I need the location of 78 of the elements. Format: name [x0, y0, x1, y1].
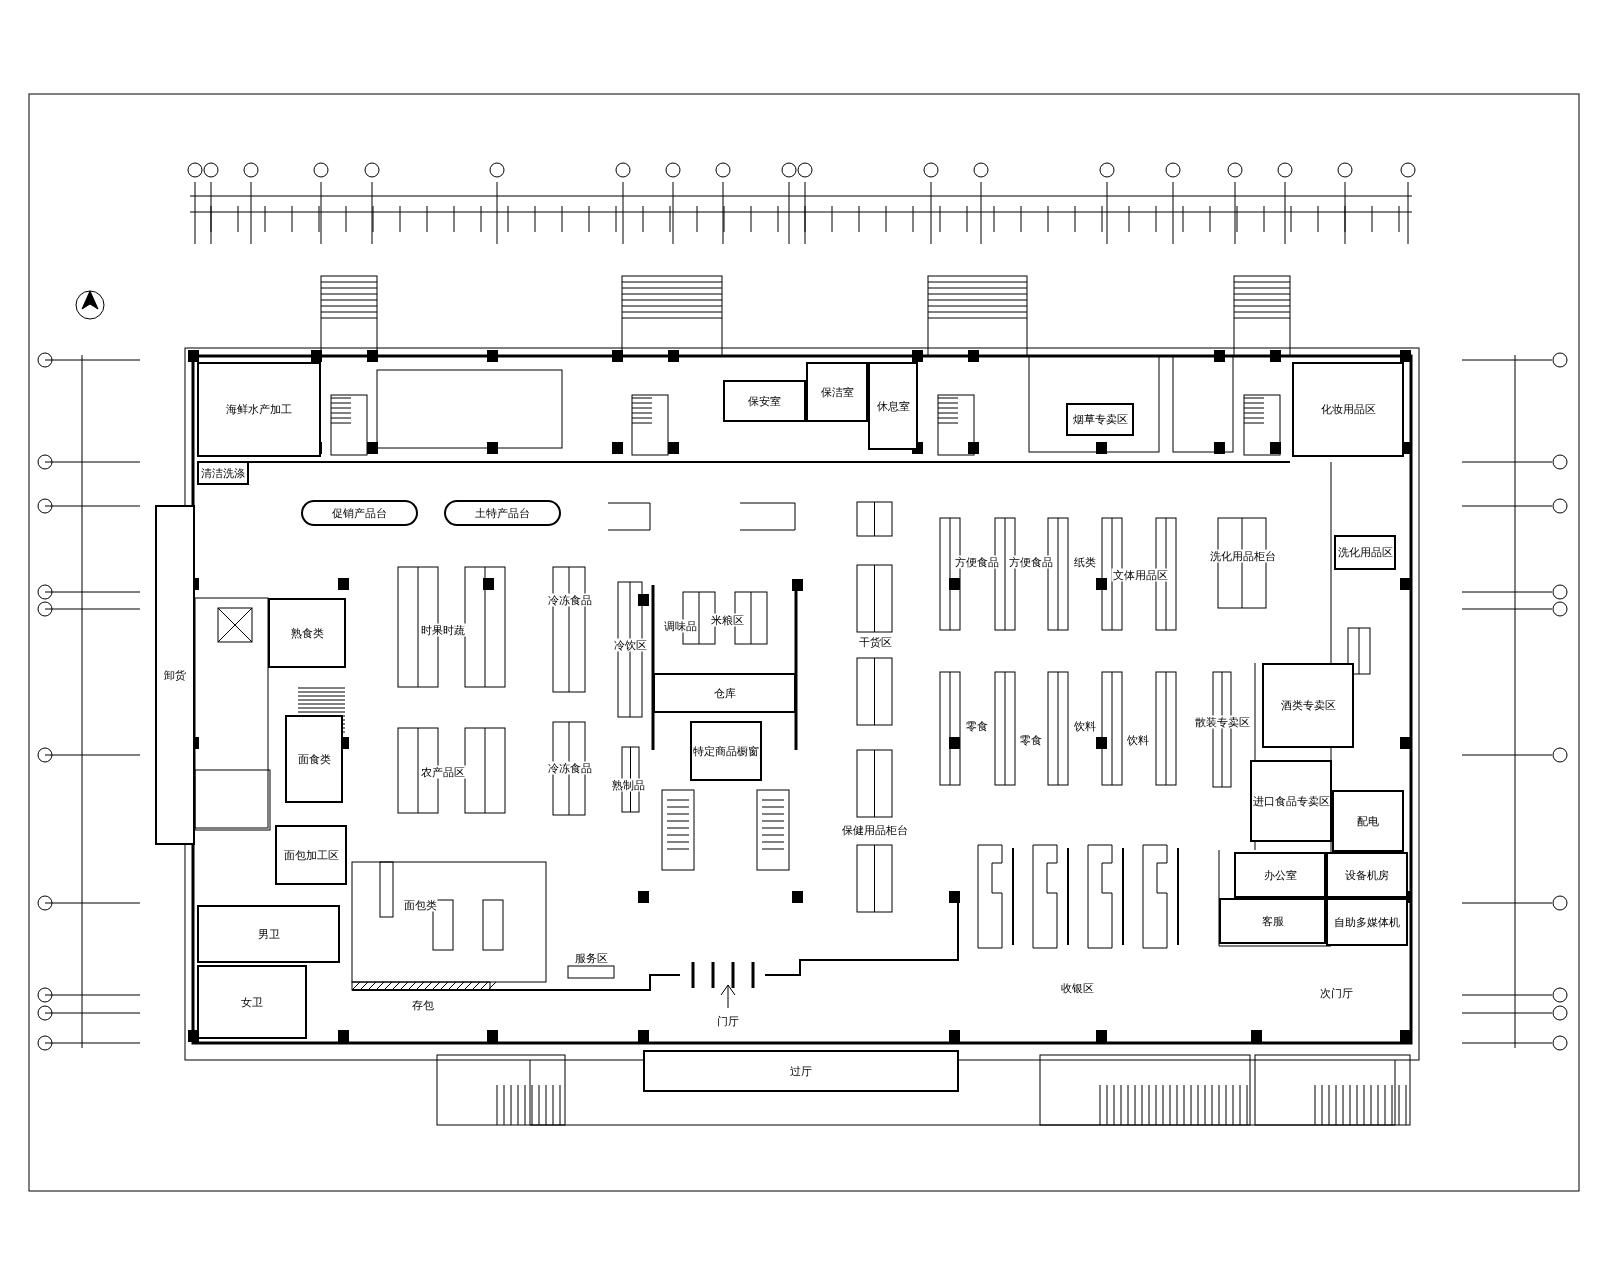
area-label: 散装专卖区 [1193, 715, 1251, 729]
room [1219, 898, 1326, 944]
area-label: 熟制品 [610, 778, 646, 792]
room [155, 505, 195, 845]
room-label: 自助多媒体机 [1334, 915, 1400, 929]
room-label: 土特产品台 [475, 506, 530, 520]
display-counter [690, 721, 762, 781]
room-label: 烟草专卖区 [1072, 413, 1128, 426]
room [197, 461, 249, 485]
room [1250, 760, 1332, 842]
room-label: 面食类 [297, 752, 331, 766]
display-counter [1334, 535, 1396, 570]
room [723, 380, 806, 422]
room [1292, 362, 1404, 457]
room-label: 熟食类 [290, 626, 324, 640]
room-label: 面包加工区 [283, 848, 339, 862]
room [868, 362, 918, 450]
room-label: 化妆用品区 [1320, 403, 1376, 416]
area-label: 文体用品区 [1111, 568, 1169, 582]
room [643, 1050, 959, 1092]
area-label: 时果时蔬 [420, 623, 466, 637]
room [1262, 663, 1354, 748]
room [268, 598, 346, 668]
area-label: 收银区 [1059, 981, 1095, 995]
room [1332, 790, 1404, 852]
room [197, 965, 307, 1039]
display-counter [444, 500, 561, 526]
area-label: 冷饮区 [612, 638, 648, 652]
area-label: 农产品区 [420, 765, 466, 779]
room-label: 特定商品橱窗 [693, 744, 759, 758]
room-label: 清洁洗涤 [201, 466, 245, 480]
room-label: 保安室 [748, 394, 781, 408]
room-label: 酒类专卖区 [1280, 699, 1336, 712]
area-label: 米粮区 [709, 613, 745, 627]
room-label: 配电 [1357, 814, 1379, 828]
area-label: 服务区 [573, 951, 609, 965]
area-label: 方便食品 [1008, 555, 1054, 569]
room [197, 905, 340, 963]
room-label: 促销产品台 [332, 506, 387, 520]
room [806, 362, 868, 422]
room [285, 715, 343, 803]
room [1326, 898, 1408, 946]
area-label: 方便食品 [954, 555, 1000, 569]
area-label: 调味品 [662, 619, 698, 633]
room [1234, 852, 1326, 898]
room [653, 673, 796, 713]
display-counter [301, 500, 418, 526]
room-label: 休息室 [876, 399, 910, 413]
display-counter [1066, 403, 1134, 436]
area-label: 冷冻食品 [547, 593, 593, 607]
room-label: 卸货 [164, 668, 186, 682]
area-label: 饮料 [1073, 719, 1097, 733]
room-label: 保洁室 [820, 385, 854, 399]
room [1326, 852, 1408, 898]
area-label: 饮料 [1126, 733, 1150, 747]
room [197, 362, 321, 457]
area-label: 纸类 [1073, 555, 1097, 569]
room-label: 男卫 [257, 927, 280, 941]
area-label: 面包类 [402, 898, 438, 912]
room [275, 825, 347, 885]
area-label: 洗化用品柜台 [1209, 549, 1277, 563]
area-label: 冷冻食品 [547, 761, 593, 775]
room-label: 过厅 [790, 1064, 812, 1078]
room-label: 办公室 [1263, 868, 1297, 882]
area-label: 干货区 [857, 635, 893, 649]
room-label: 客服 [1261, 914, 1284, 928]
room-label: 仓库 [713, 686, 736, 700]
area-label: 保健用品柜台 [841, 823, 909, 837]
area-label: 次门厅 [1318, 986, 1354, 1000]
area-label: 存包 [411, 998, 435, 1012]
area-label: 门厅 [716, 1014, 740, 1028]
room-label: 洗化用品区 [1337, 546, 1393, 559]
area-label: 零食 [965, 719, 989, 733]
room-label: 女卫 [241, 995, 263, 1009]
room-label: 设备机房 [1345, 868, 1389, 882]
area-label: 零食 [1019, 733, 1043, 747]
room-label: 海鲜水产加工 [226, 403, 292, 416]
room-label: 进口食品专卖区 [1252, 794, 1330, 808]
